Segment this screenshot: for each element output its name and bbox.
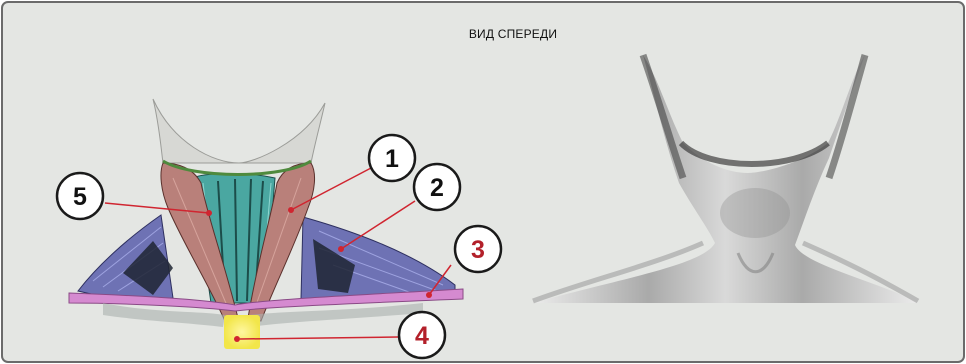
callout-2: 2 (414, 164, 460, 210)
leader-dot-2 (338, 246, 344, 252)
leader-line-4 (240, 337, 398, 339)
callout-4-label: 4 (415, 322, 429, 350)
callout-5-label: 5 (73, 183, 87, 211)
callout-3: 3 (455, 226, 501, 272)
leader-line-2 (341, 201, 415, 249)
callout-3-label: 3 (471, 236, 485, 264)
callout-5: 5 (57, 173, 103, 219)
leader-dot-3 (426, 292, 432, 298)
callout-4: 4 (399, 312, 445, 358)
leader-dot-5 (206, 210, 212, 216)
callout-1-label: 1 (385, 145, 399, 173)
anatomy-drawing (69, 99, 463, 349)
neck-anatomy-illustration: 1 2 3 4 5 (3, 3, 963, 361)
callout-2-label: 2 (430, 174, 444, 202)
neck-shape (533, 55, 918, 303)
leader-dot-1 (288, 207, 294, 213)
jugular-notch (224, 315, 260, 349)
neck-reference-sketch (533, 55, 918, 303)
jugular-notch-point (234, 336, 240, 342)
callout-1: 1 (369, 135, 415, 181)
